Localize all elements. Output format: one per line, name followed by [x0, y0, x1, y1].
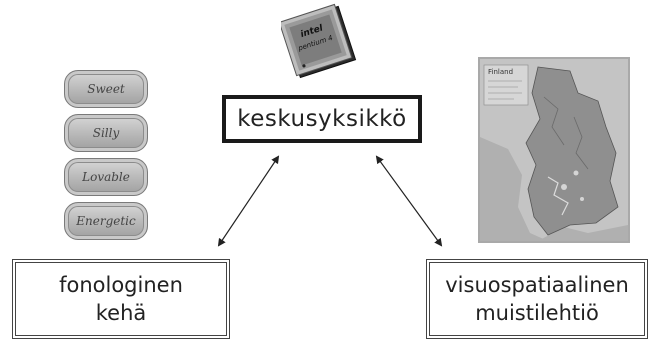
word-text: Energetic	[76, 214, 136, 228]
word-pill: Lovable	[64, 158, 148, 196]
word-pill: Energetic	[64, 202, 148, 240]
word-text: Lovable	[82, 170, 130, 184]
visuospatial-line2: muistilehtiö	[475, 301, 599, 325]
word-pill: Silly	[64, 114, 148, 152]
arrow-central-to-visuospatial	[375, 155, 443, 247]
phonological-loop-line1: fonologinen	[59, 273, 183, 297]
central-executive-box: keskusyksikkö	[222, 95, 422, 143]
map-title: Finland	[488, 68, 513, 76]
central-executive-label: keskusyksikkö	[237, 106, 407, 132]
arrow-central-to-phonological	[217, 155, 280, 247]
word-pill: Sweet	[64, 70, 148, 108]
word-stack-picture: Sweet Silly Lovable Energetic	[60, 66, 152, 244]
finland-map-picture: Finland	[478, 57, 630, 243]
visuospatial-line1: visuospatiaalinen	[445, 273, 629, 297]
word-text: Sweet	[87, 82, 125, 96]
phonological-loop-line2: kehä	[95, 301, 147, 325]
word-text: Silly	[92, 126, 120, 140]
cpu-chip-icon: intel pentium 4	[281, 3, 357, 79]
